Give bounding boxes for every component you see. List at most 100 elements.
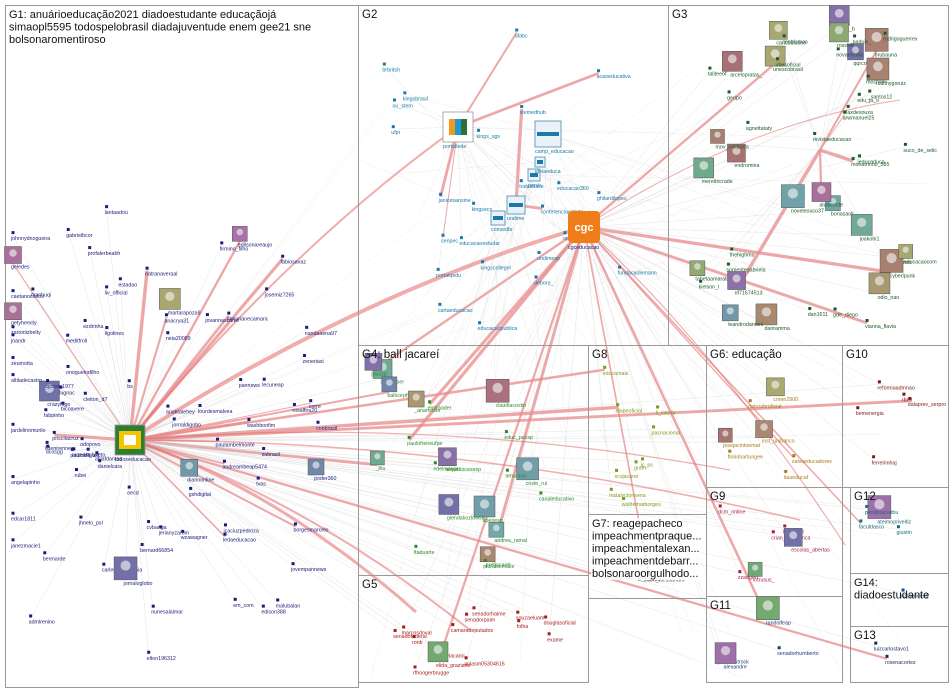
node-janicesansine[interactable]: janicesansine — [438, 192, 471, 204]
node-anaktatehey[interactable]: anaktatehey — [166, 404, 195, 416]
node-pannews[interactable]: pannews — [239, 378, 261, 389]
node-malubalan[interactable]: malubalan — [276, 598, 300, 609]
node-nunesalaimar[interactable]: nunesalaimar — [151, 604, 183, 616]
node-agnettataty[interactable]: agnettataty — [746, 120, 773, 132]
node-zeneriasi[interactable]: zeneriasi — [303, 353, 324, 365]
node-stemedhub[interactable]: stemedhub — [520, 105, 546, 116]
node-cmen2900[interactable]: cmen2900 — [766, 377, 798, 403]
node-waldemarborges[interactable]: waldemarborges — [622, 497, 662, 508]
node-minorianecamara[interactable]: minorianecamara — [227, 311, 268, 323]
node-senadorpaim[interactable]: senadorpaim — [465, 612, 496, 624]
hub-ideiaeduca[interactable]: ideiaeduca — [534, 156, 561, 175]
node-revistaeducacao[interactable]: revistaeducacao — [813, 132, 852, 143]
node-jardelinomurilo[interactable]: jardelinomurilo — [10, 422, 45, 434]
node-rossiell[interactable]: rossiell — [829, 22, 853, 49]
node-martarapoza9[interactable]: martarapoza9 — [159, 288, 201, 316]
node-onoguelrafilho[interactable]: onoguelrafilho — [66, 364, 99, 376]
node-admlrenino[interactable]: admlrenino — [29, 614, 55, 625]
node-kings-sgs[interactable]: kings_sgs — [477, 128, 501, 140]
node-josemiz7265[interactable]: josemiz7265 — [264, 287, 295, 298]
node-lidenirennes[interactable]: lidenirennes — [45, 440, 74, 452]
node-acaoeducativa[interactable]: acaoeducativa — [597, 69, 631, 80]
node-conferenciacidade[interactable]: conferenciacidade — [541, 204, 584, 216]
node-edelmanpr[interactable]: edelmanpr — [433, 461, 459, 472]
node-dcm-online[interactable]: dcm_online — [718, 504, 745, 515]
node-meditfroll[interactable]: meditfroll — [66, 333, 88, 345]
node-cnnbrasil[interactable]: cnnbrasil — [316, 420, 337, 432]
node-luizcarlostavo1[interactable]: luizcarlostavo1 — [874, 641, 909, 653]
node-bs[interactable]: bs — [127, 379, 133, 390]
node-xcvjacarei[interactable]: xcvjacarei — [615, 468, 639, 480]
node-portalqedu[interactable]: portalqedu — [436, 267, 461, 279]
node-educacaoestudar[interactable]: educacaoestudar — [459, 236, 500, 247]
node-ubesoficial[interactable]: ubesoficial — [776, 57, 801, 68]
node-salvaeducadores[interactable]: salvaeducadores — [792, 454, 832, 465]
node-sabrasil[interactable]: sabrasil — [262, 446, 280, 458]
node-glendakozlowski[interactable]: glendakozlowski — [438, 494, 486, 521]
node-leandrodantoni[interactable]: leandrodantoni — [721, 304, 763, 328]
node-paulambelmonte[interactable]: paulambelmonte — [216, 437, 255, 449]
node-nandaaena97[interactable]: nandaaena97 — [305, 325, 337, 337]
node-edison388[interactable]: edison388 — [261, 604, 286, 616]
node-ronb[interactable]: ronb — [412, 635, 423, 646]
node-emiraader[interactable]: emiraader — [428, 400, 452, 411]
node-cyberlpunk[interactable]: cyberlpunk — [879, 249, 916, 279]
node-vianna-flavia[interactable]: vianna_flavia — [865, 318, 896, 330]
node-pacnacional[interactable]: pacnacional — [652, 425, 680, 436]
node-cenpec[interactable]: cenpec — [441, 233, 458, 245]
node-caetanocarlos[interactable]: caetanocarlos — [11, 289, 44, 300]
node-natranaveraal[interactable]: natranaveraal — [145, 266, 177, 278]
node-ufabc[interactable]: ufabc — [515, 28, 528, 39]
node-neia20089[interactable]: neia20089 — [166, 331, 191, 342]
node-camaradeputados[interactable]: camaradeputados — [451, 623, 494, 634]
node-anamoser[interactable]: _anamoser — [407, 390, 441, 414]
node-joakohi1[interactable]: joakohi1 — [850, 214, 879, 242]
node-janezmacie1[interactable]: janezmacie1 — [10, 538, 41, 549]
node-mochilel[interactable]: mochilel — [866, 74, 886, 86]
node-randolfeap[interactable]: randolfeap — [756, 596, 791, 627]
node-mereitricrade[interactable]: mereitricrade — [693, 157, 733, 185]
node-novaescola[interactable]: novaescola — [836, 47, 863, 58]
node-danielcara[interactable]: danielcara — [98, 459, 122, 470]
node-angelapinho[interactable]: angelapinho — [11, 475, 40, 486]
node-jovannaszalve[interactable]: jovannaszalve — [204, 313, 239, 324]
node-santos12[interactable]: _santos12 — [867, 89, 892, 101]
node-em-com[interactable]: em_com — [233, 597, 254, 609]
node-apeoesp[interactable]: apeoesp — [473, 495, 503, 524]
node-cjcosta1977[interactable]: cjcosta1977 — [46, 379, 74, 390]
node-ezdrinha[interactable]: ezdrinha — [83, 318, 103, 330]
node-inst-unibanco[interactable]: inst_unibanco — [755, 420, 795, 445]
node-odio-nao[interactable]: odio_nao — [868, 272, 899, 301]
node-elapeoficial[interactable]: elapeoficial — [616, 403, 643, 414]
node-andreambeap5474[interactable]: andreambeap5474 — [222, 459, 267, 471]
node-dan1611[interactable]: dan1611 — [808, 306, 828, 318]
node-lourdesmalvea[interactable]: lourdesmalvea — [198, 403, 233, 415]
node-senadorhumberto[interactable]: senadorhumberto — [777, 646, 819, 657]
node-brubauna[interactable]: brubauna — [864, 28, 897, 58]
node-poder360[interactable]: poder360 — [307, 458, 336, 482]
node-douglasoficial[interactable]: douglasoficial — [544, 615, 576, 626]
node-ltaduarte[interactable]: ltaduarte — [414, 544, 435, 556]
node-ll-interbr[interactable]: ll_interbr — [656, 405, 677, 416]
node-johnnydnogueira[interactable]: johnnydnogueira — [10, 231, 50, 242]
node-arnafavio[interactable]: arnafavio — [505, 468, 527, 480]
node-escolas-abertas[interactable]: escolas_abertas — [783, 528, 830, 553]
node-kingscollegel[interactable]: kingscollegel — [481, 260, 511, 271]
hub-portallede[interactable]: portallede — [442, 111, 474, 150]
node-cartaeducacao[interactable]: cartaeducacao — [438, 302, 473, 314]
node-borgesmarcelo[interactable]: borgesmarcelo — [293, 522, 329, 533]
node-mov-colabora[interactable]: mov_colabora — [710, 129, 749, 150]
node-jhnelo-psl[interactable]: jhnelo_psl — [78, 515, 103, 527]
node-ou-stem[interactable]: ou_stem — [392, 98, 413, 109]
node-kingsbrasil[interactable]: kingsbrasil — [403, 91, 428, 102]
node-taliteeof[interactable]: taliteeof — [708, 66, 727, 78]
node-edilsonareaujo[interactable]: edilsonareaujo — [232, 226, 272, 248]
node-oecd[interactable]: oecd — [127, 485, 139, 497]
node-tvas[interactable]: tvas — [256, 476, 266, 488]
node-priscilacruz[interactable]: priscilacruz — [52, 430, 79, 442]
node-arcelopratas[interactable]: arcelopratas_ — [722, 51, 762, 78]
node-endromina[interactable]: endromina — [727, 143, 760, 169]
node-h-bneto[interactable]: h_bneto — [86, 447, 105, 459]
node-monatrinho-585[interactable]: monatrinho_585 — [851, 157, 889, 168]
node-gde-diego[interactable]: gde_diego — [833, 307, 858, 318]
